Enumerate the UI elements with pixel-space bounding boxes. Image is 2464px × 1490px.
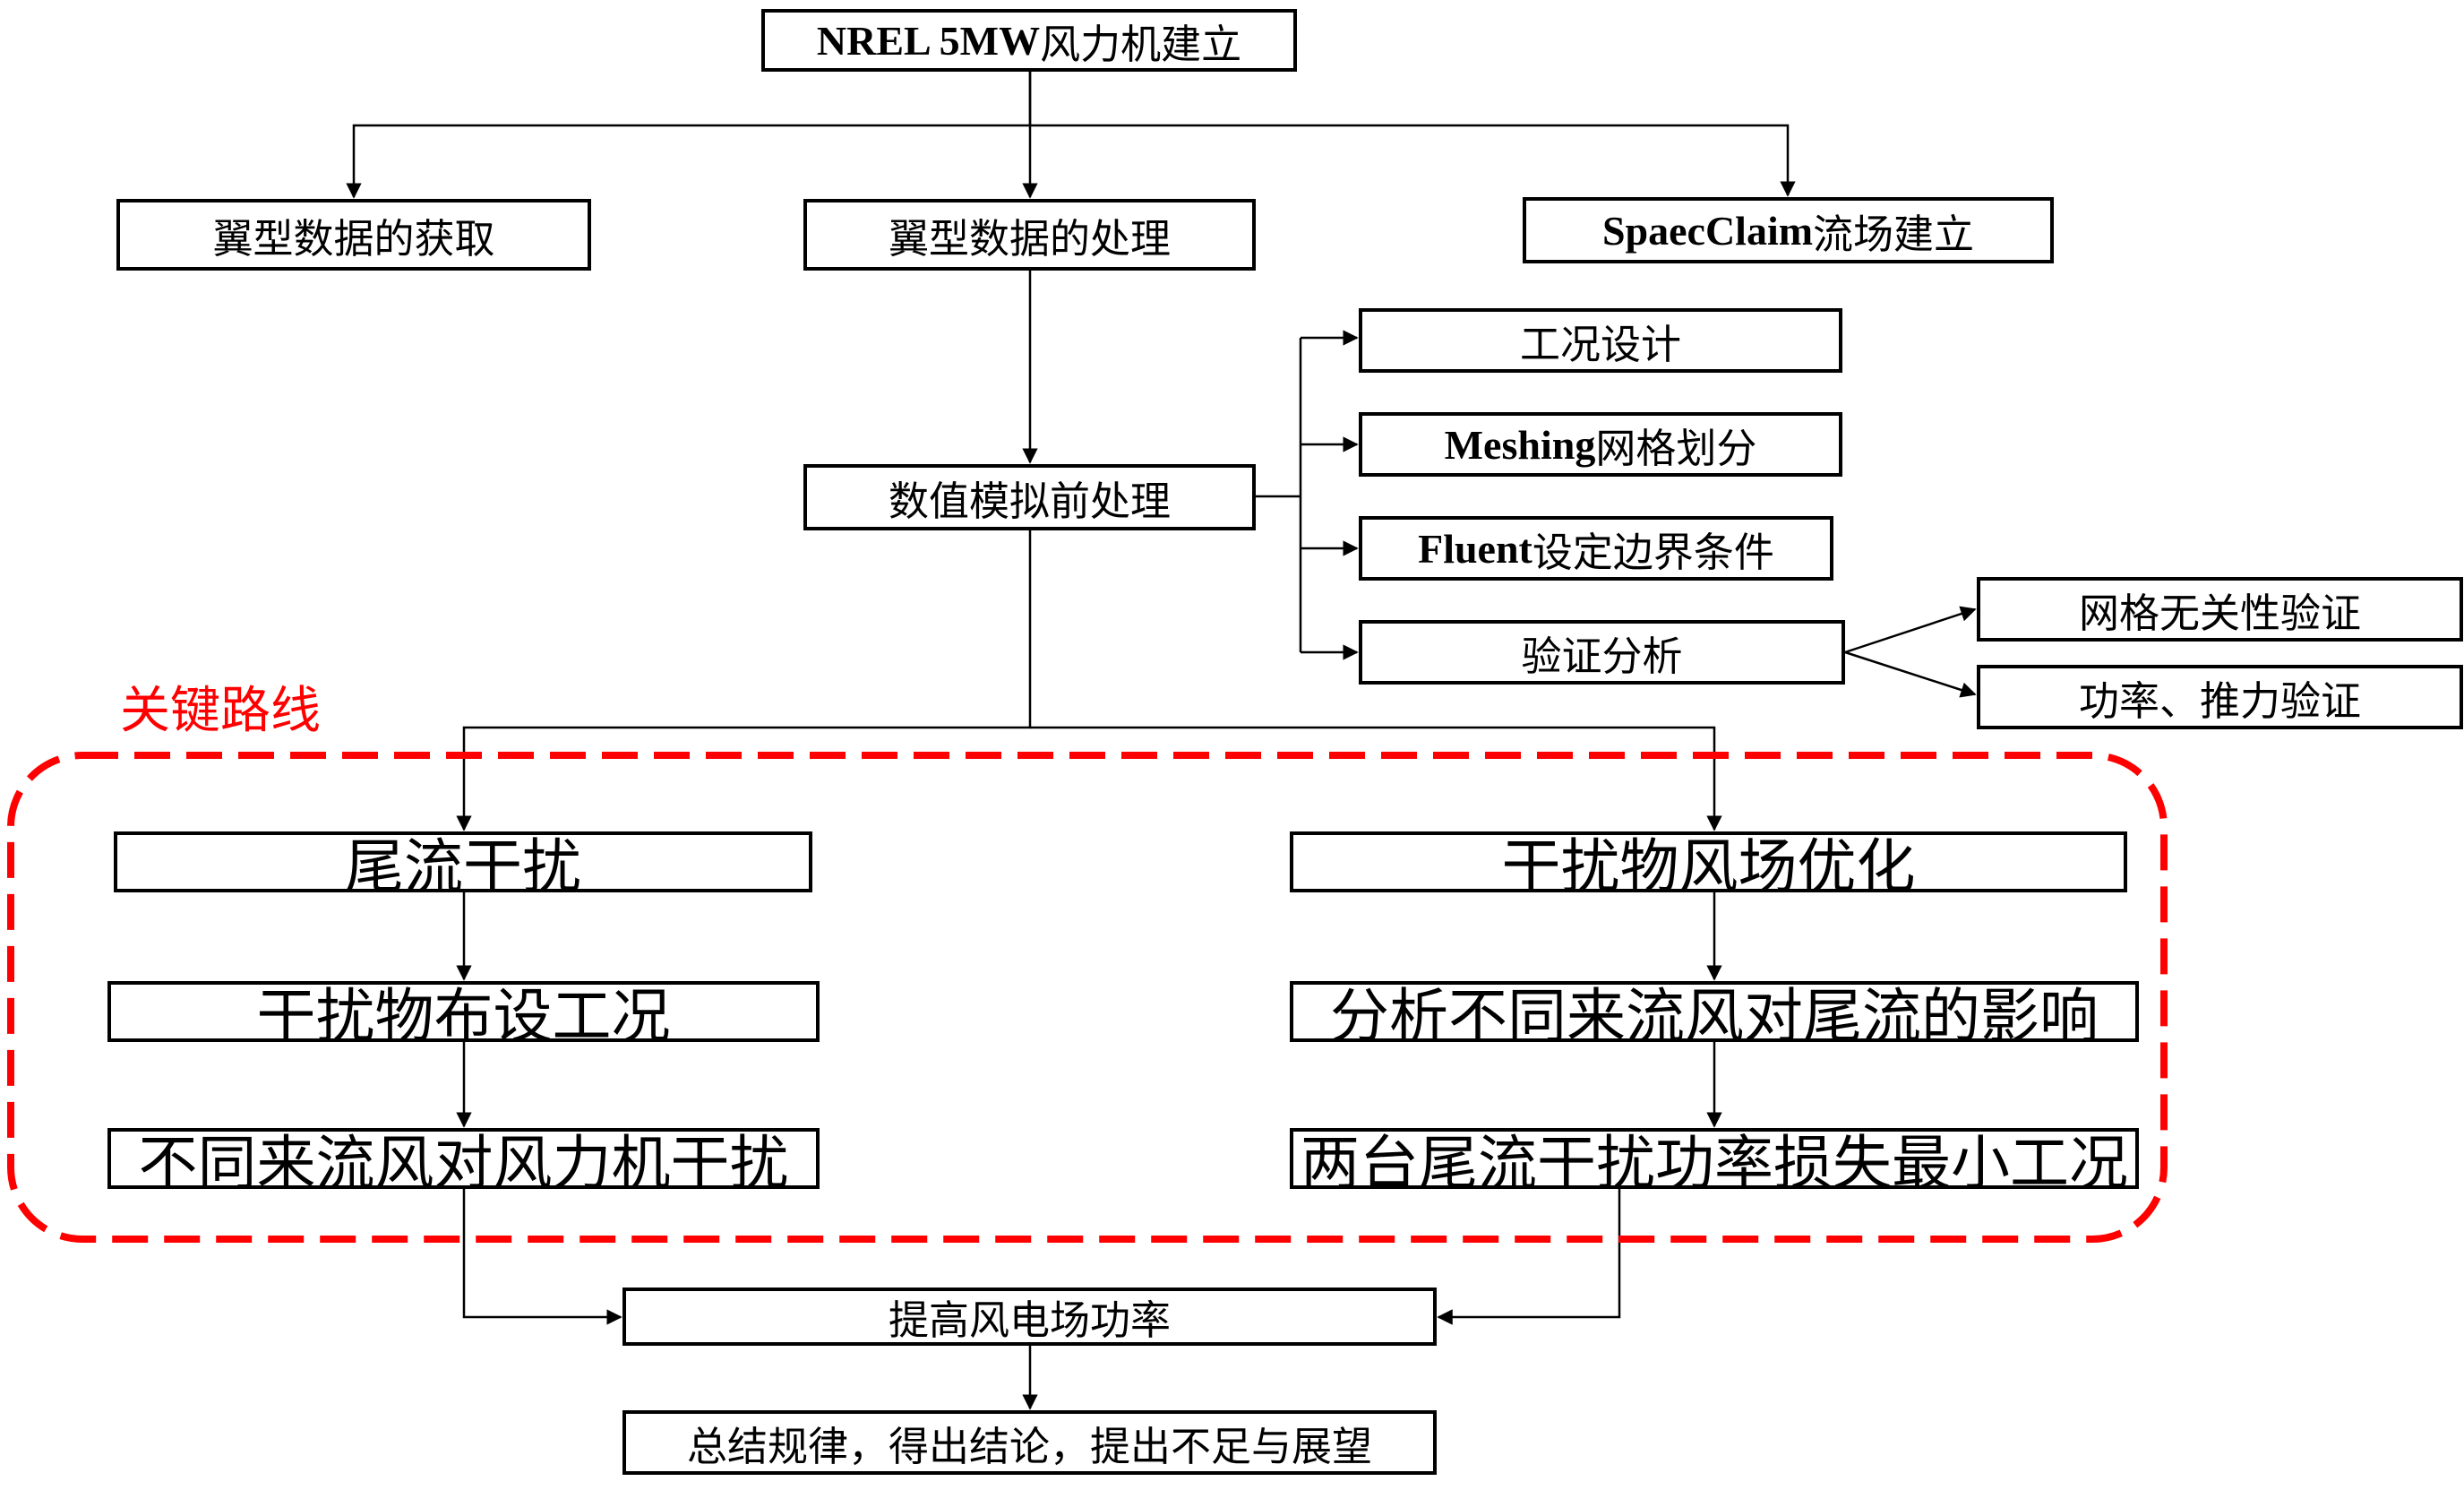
wake-interference-node: 尾流干扰 — [114, 831, 812, 901]
preprocess-node: 数值模拟前处理 — [803, 464, 1256, 530]
key-route-label: 关键路线 — [120, 682, 321, 740]
root-to-flowfield-arrow — [1030, 124, 1796, 197]
inflow-turbine-to-improve-power-arrow — [462, 1189, 622, 1325]
grid-independence-node: 网格无关性验证 — [1977, 577, 2463, 642]
summary-node: 总结规律，得出结论，提出不足与展望 — [622, 1410, 1437, 1475]
inflow-turbine-interference-node: 不同来流风对风力机干扰 — [107, 1128, 820, 1198]
flowfield-cjk-text: 流场建立 — [1813, 210, 1975, 258]
root-latin-text: NREL 5MW — [816, 17, 1041, 64]
root-cjk-text: 风力机建立 — [1040, 20, 1242, 68]
min-loss-to-improve-power-arrow — [1437, 1189, 1621, 1325]
obstacle-layout-node: 干扰物布设工况 — [107, 981, 820, 1051]
preprocess-to-obstacle-optimization-arrow — [1030, 726, 1722, 831]
improve-power-node: 提高风电场功率 — [622, 1288, 1437, 1346]
fluent-cjk-text: 设定边界条件 — [1532, 528, 1774, 576]
root-to-airfoil-acquire-arrow — [346, 72, 1032, 199]
airfoil-acquire-node: 翼型数据的获取 — [116, 199, 591, 271]
condition-design-node: 工况设计 — [1359, 308, 1842, 373]
validation-node: 验证分析 — [1359, 620, 1845, 685]
fluent-latin-text: Fluent — [1418, 525, 1532, 572]
validation-to-grid-independence-arrow — [1844, 606, 1977, 654]
min-power-loss-node: 两台尾流干扰功率损失最小工况 — [1290, 1128, 2139, 1198]
power-thrust-node: 功率、推力验证 — [1977, 665, 2463, 729]
meshing-cjk-text: 网格划分 — [1595, 424, 1757, 472]
airfoil-process-node: 翼型数据的处理 — [803, 199, 1256, 271]
inflow-wake-analysis-node: 分析不同来流风对尾流的影响 — [1290, 981, 2139, 1051]
key-route-boundary — [7, 752, 2168, 1243]
meshing-latin-text: Meshing — [1444, 421, 1596, 468]
obstacle-optimization-node: 干扰物风场优化 — [1290, 831, 2127, 901]
preprocess-to-wake-interference-arrow — [456, 530, 1032, 831]
flowfield-latin-text: SpaecClaim — [1601, 207, 1814, 254]
preprocess-branch-line — [1254, 338, 1302, 652]
validation-to-power-thrust-arrow — [1844, 650, 1977, 698]
